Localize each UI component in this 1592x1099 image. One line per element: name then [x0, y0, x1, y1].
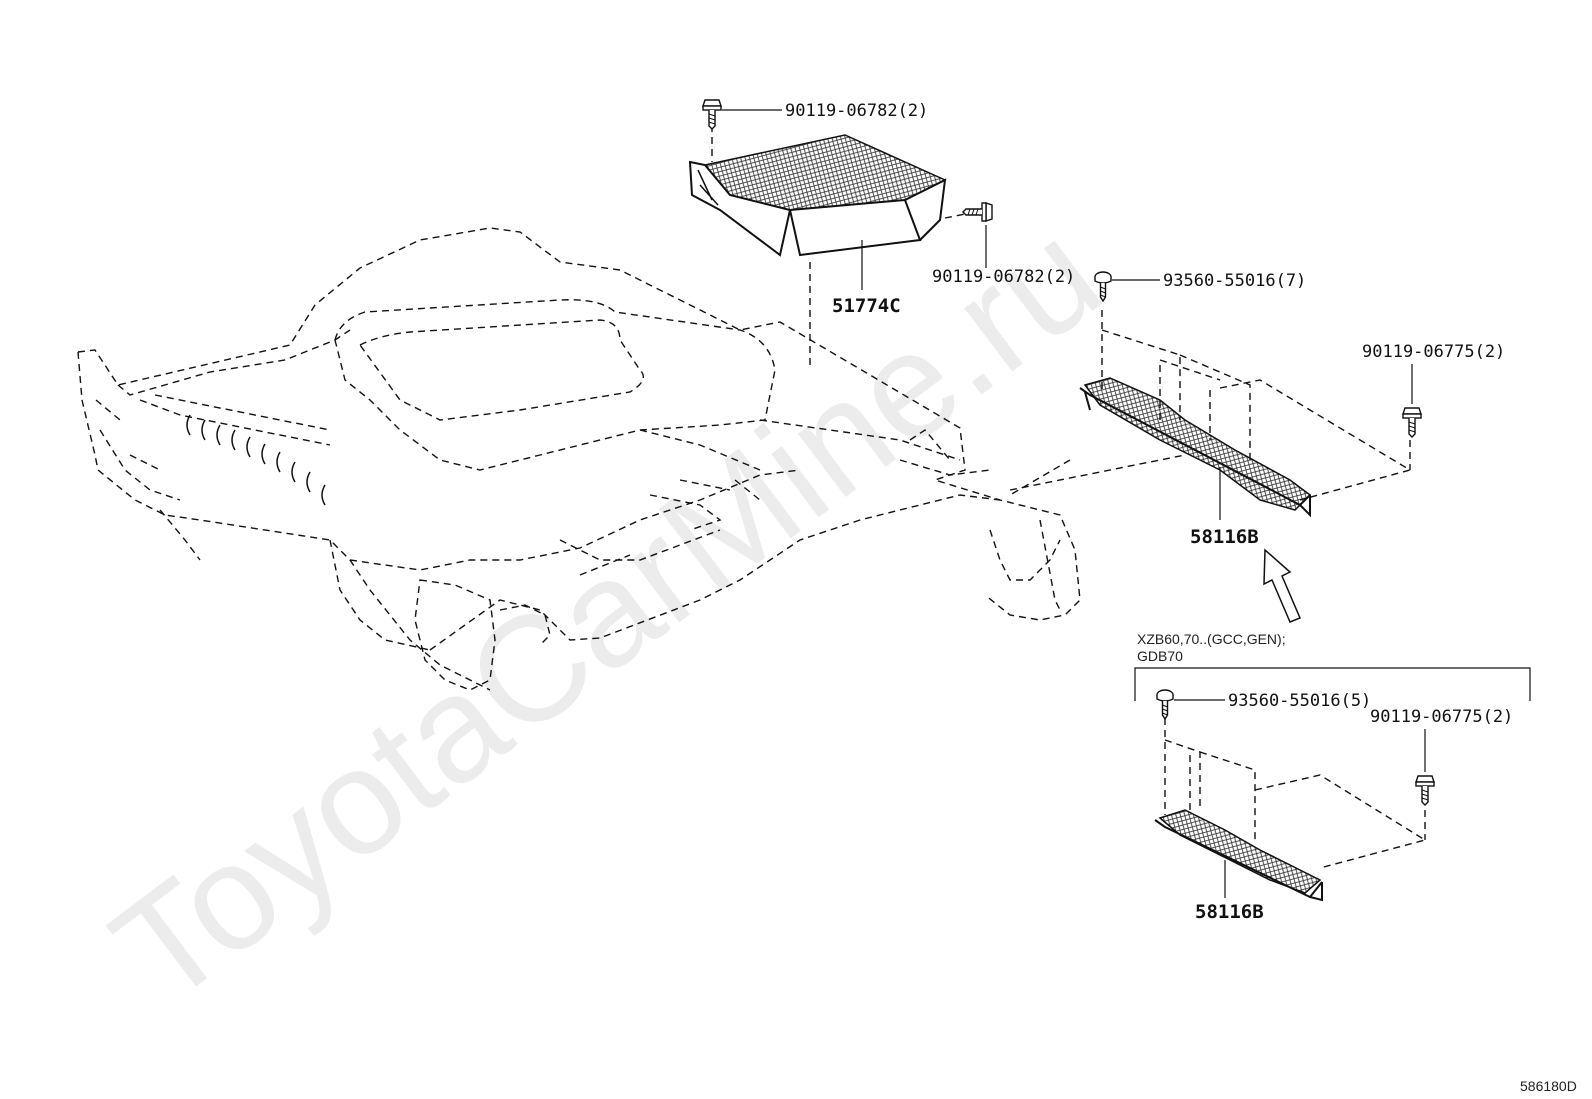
part-label-screw-upper[interactable]: 93560-55016(7) — [1163, 271, 1306, 291]
part-label-screw-lower[interactable]: 93560-55016(5) — [1228, 691, 1371, 711]
hex-bolt-icon[interactable] — [1402, 407, 1422, 438]
fastener-path-58116b-upper — [1009, 310, 1412, 501]
body-vent-slots — [186, 414, 326, 506]
fastener-path-58116b-lower — [1164, 718, 1427, 869]
condition-note-line1: XZB60,70..(GCC,GEN); — [1137, 631, 1286, 647]
direction-arrow-icon — [1263, 548, 1301, 623]
condition-note-line2: GDB70 — [1137, 648, 1183, 664]
cover-58116b-upper[interactable] — [1079, 377, 1312, 518]
part-label-bolt-lower-right[interactable]: 90119-06775(2) — [1370, 707, 1513, 727]
vehicle-body-outline — [77, 227, 1081, 691]
part-label-bolt-side[interactable]: 90119-06782(2) — [932, 267, 1075, 287]
watermark: ToyotaCarMine.ru — [83, 189, 1130, 1036]
hex-bolt-icon[interactable] — [1415, 775, 1435, 806]
hex-bolt-icon[interactable] — [962, 202, 993, 222]
cover-58116b-lower[interactable] — [1154, 809, 1323, 902]
part-label-bolt-top[interactable]: 90119-06782(2) — [785, 101, 928, 121]
hex-bolt-icon[interactable] — [702, 99, 722, 130]
part-label-58116b-upper[interactable]: 58116B — [1190, 526, 1259, 548]
fastener-path-body-to-upper — [1009, 454, 1186, 491]
part-label-bolt-upper-right[interactable]: 90119-06775(2) — [1362, 342, 1505, 362]
cover-51774c[interactable] — [688, 134, 947, 257]
figure-code: 586180D — [1520, 1078, 1577, 1094]
part-label-58116b-lower[interactable]: 58116B — [1195, 901, 1264, 923]
screw-icon[interactable] — [1156, 689, 1174, 720]
part-label-51774c[interactable]: 51774C — [832, 295, 901, 317]
condition-bracket — [1134, 667, 1531, 701]
